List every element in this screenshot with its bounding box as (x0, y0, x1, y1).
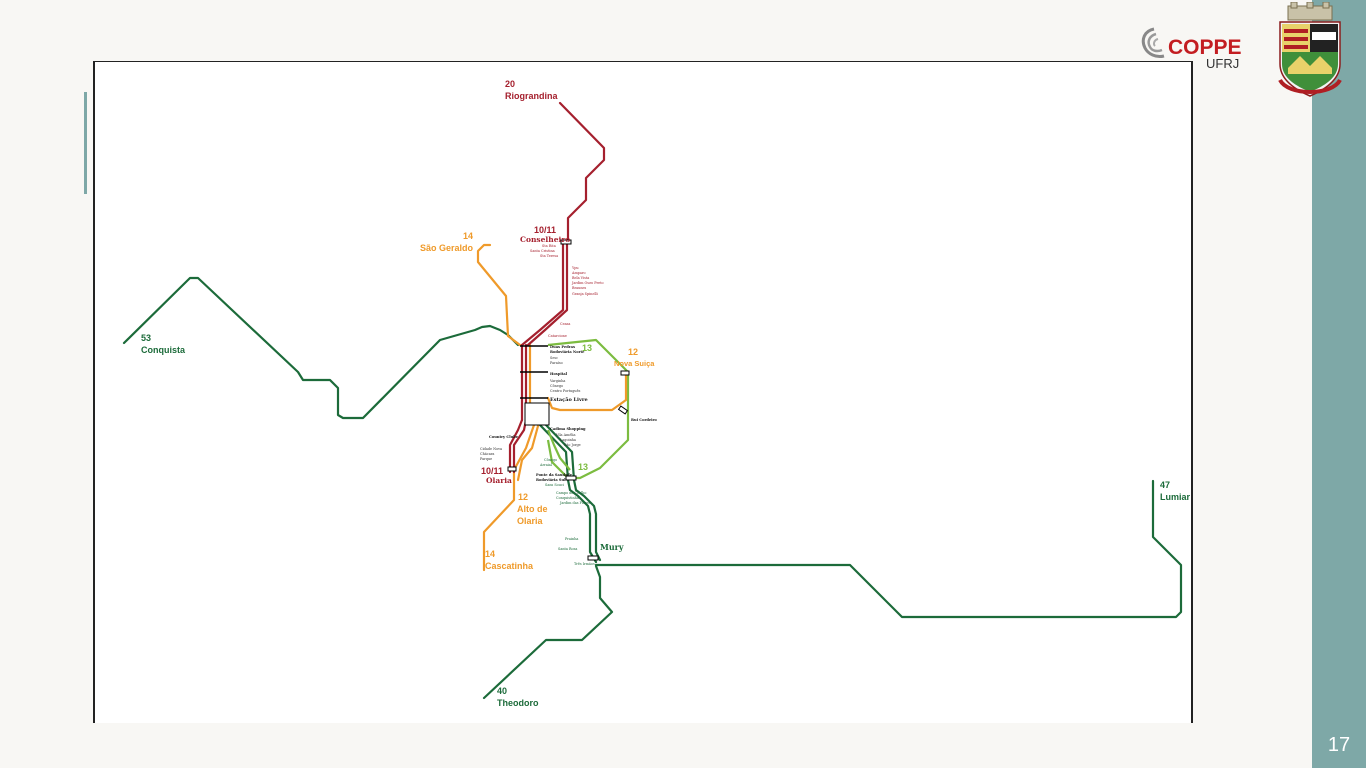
line-12-north-number: 12 (628, 347, 638, 357)
small-stop: Cônego (550, 384, 563, 388)
station-paraiso: Paraíso (550, 361, 563, 365)
line-10-11-south-route (508, 418, 524, 474)
terminal-estacao-livre (524, 402, 550, 426)
line-10-11-north-name: Conselheiro (520, 235, 570, 244)
line-12-south-route (516, 424, 540, 482)
green-trunk-route (538, 423, 598, 564)
small-stop: São Jorge (564, 443, 581, 447)
line-12-south-name-1: Alto de (517, 504, 548, 514)
line-10-11-north-number: 10/11 (534, 225, 556, 235)
line-14-north-name: São Geraldo (420, 243, 474, 253)
line-12-south-number: 12 (518, 492, 528, 502)
line-12-south-name-2: Olaria (517, 516, 544, 526)
ring-13-route (546, 338, 630, 480)
line-40-name: Theodoro (497, 698, 539, 708)
south-stop: Três Irmãos (574, 562, 595, 566)
map-frame (93, 61, 1193, 723)
line-47-route (594, 479, 1183, 619)
south-stop: Campo do Coelho (556, 491, 586, 495)
line-14-north-number: 14 (463, 231, 473, 241)
small-stop: Parque (480, 457, 492, 461)
line-47-name: Lumiar (1160, 492, 1191, 502)
ufrj-wordmark: UFRJ (1206, 56, 1240, 71)
small-stop: Catarcione (548, 334, 567, 338)
coppe-swirl-icon (1141, 27, 1165, 58)
red-stop: Braunes (572, 286, 587, 290)
station-sesc: Sesc (550, 356, 558, 360)
red-stop: Amparo (571, 271, 586, 275)
coppe-logo: COPPE UFRJ (1138, 22, 1248, 71)
red-stop: Jardim Ouro Preto (571, 281, 604, 285)
page-number: 17 (1327, 734, 1351, 756)
north-stop: Sta Teresa (540, 254, 558, 258)
station-hospital: Hospital (550, 372, 568, 376)
station-duas-pedras: Duas Pedras (550, 345, 575, 349)
line-20-name: Riograndina (505, 91, 558, 101)
ring-13-bottom-label: 13 (578, 462, 588, 472)
red-stop: Granja Spinelli (572, 292, 598, 296)
north-stop: Santa Cristina (530, 249, 555, 253)
line-10-11-south-number: 10/11 (481, 466, 503, 476)
line-14-south-name: Cascatinha (485, 561, 534, 571)
line-20-number: 20 (505, 79, 515, 89)
south-stop: Conquistinha (556, 496, 579, 500)
line-14-north-route (476, 243, 522, 347)
small-stop: Vila Amélia (555, 433, 576, 437)
small-stop: Chácara (480, 452, 494, 456)
red-stop: Ypu (571, 266, 579, 270)
small-stop: Lagoinha (560, 438, 576, 442)
line-53-name: Conquista (141, 345, 186, 355)
small-stop: Centro Português (550, 389, 581, 393)
station-mury: Mury (600, 542, 624, 552)
station-cadima-shopping: Cadima Shopping (550, 427, 586, 431)
south-stop: Cônego (544, 458, 557, 462)
station-sans-souci: Sans Souci (545, 483, 564, 487)
ring-13-top-label: 13 (582, 343, 592, 353)
line-47-number: 47 (1160, 480, 1170, 490)
north-stop: Ceasa (560, 322, 570, 326)
line-14-south-number: 14 (485, 549, 495, 559)
station-rodoviaria-sul: Rodoviária Sul (536, 478, 566, 482)
line-20-route (558, 101, 606, 242)
coppe-wordmark: COPPE (1168, 36, 1242, 59)
line-12-north-route (546, 372, 628, 412)
station-rui-cordeiro: Rui Cordeiro (631, 418, 657, 422)
line-40-route (482, 564, 614, 700)
sidebar-band (1312, 0, 1366, 768)
line-53-number: 53 (141, 333, 151, 343)
line-14-south-route (482, 423, 536, 572)
line-12-north-name: Nova Suiça (614, 359, 655, 368)
station-estacao-livre: Estação Livre (550, 396, 588, 403)
south-stop: Prainha (565, 537, 578, 541)
south-stop: Santa Rosa (558, 547, 577, 551)
station-ponte-saudade: Ponte da Saudade (536, 473, 573, 477)
small-stop: Varginha (549, 379, 565, 383)
small-stop: Cidade Nova (480, 447, 502, 451)
line-10-11-south-name: Olaria (486, 476, 512, 485)
north-stop: Sta Rita (542, 244, 556, 248)
station-rodoviaria-norte: Rodoviária Norte (550, 350, 585, 354)
station-country-club: Country Clube (489, 435, 519, 439)
city-crest-icon (1278, 2, 1342, 97)
south-stop: Arraial (539, 463, 552, 467)
south-stop: Jardim das Flores (559, 501, 591, 505)
red-stop: Bela Vista (572, 276, 589, 280)
line-40-number: 40 (497, 686, 507, 696)
accent-bar (84, 92, 87, 194)
line-53-route (122, 276, 520, 420)
